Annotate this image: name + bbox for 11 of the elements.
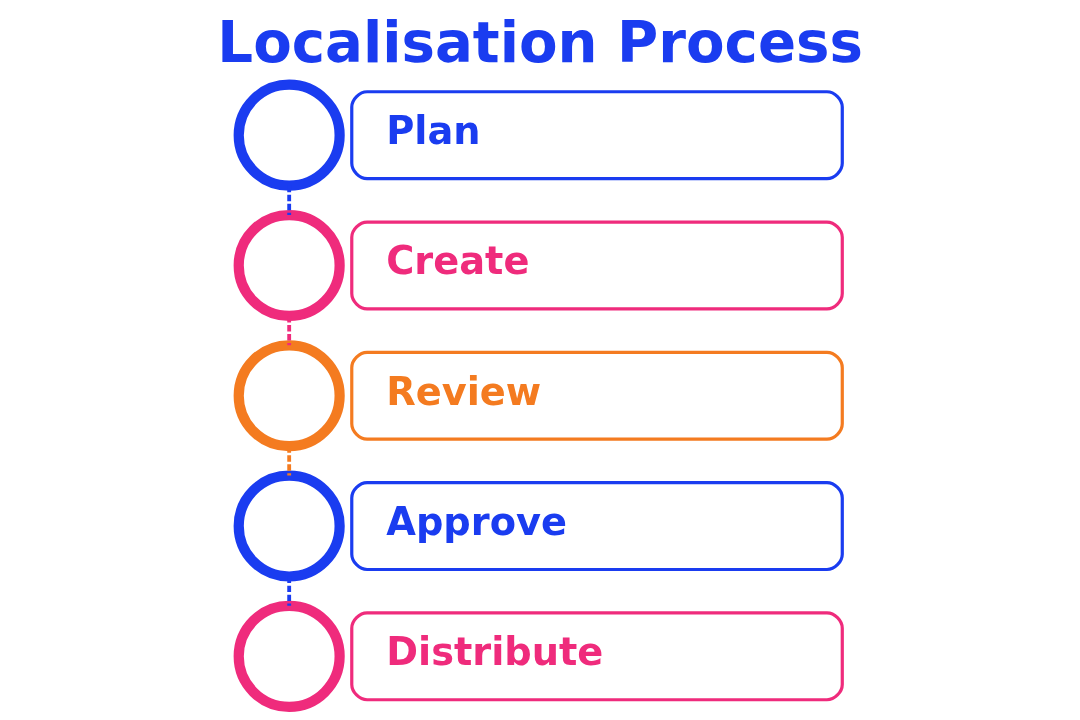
node-box: Approve	[349, 481, 844, 572]
node-circle	[233, 340, 345, 452]
node-circle	[233, 79, 345, 191]
node-circle	[233, 209, 345, 322]
node-box: Review	[349, 350, 844, 441]
node-box: Distribute	[349, 611, 844, 702]
node-box: Plan	[349, 90, 844, 181]
node-circle	[233, 600, 345, 712]
diagram-title: Localisation Process	[216, 9, 863, 75]
node-box: Create	[349, 220, 844, 311]
node-circle	[233, 470, 345, 582]
